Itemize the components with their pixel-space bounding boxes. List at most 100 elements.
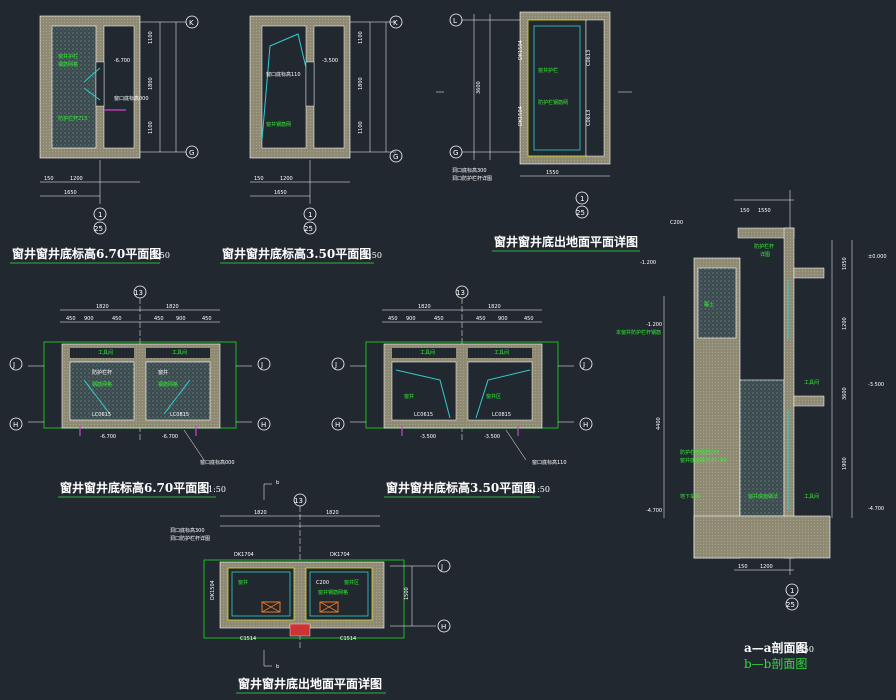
plan6-dk-2: DK1704 bbox=[330, 552, 350, 558]
plan4-louver-a: LC0615 bbox=[92, 412, 111, 418]
svg-text:DK1504: DK1504 bbox=[518, 106, 524, 126]
svg-text:1820: 1820 bbox=[418, 304, 431, 310]
svg-text:900: 900 bbox=[176, 316, 186, 322]
plan-6: b 13 1820 1820 洞口底标高300 洞口防护栏杆详图 DK1704 … bbox=[170, 480, 451, 694]
section-b-title: b—b剖面图 bbox=[744, 657, 807, 671]
svg-text:1500: 1500 bbox=[404, 587, 410, 600]
svg-text:洞口底标高300: 洞口底标高300 bbox=[452, 167, 487, 174]
svg-text:洞口防护栏杆详图: 洞口防护栏杆详图 bbox=[170, 535, 210, 542]
svg-text:1200: 1200 bbox=[760, 564, 773, 570]
svg-text:1820: 1820 bbox=[254, 510, 267, 516]
svg-text:450: 450 bbox=[388, 316, 398, 322]
svg-text:洞口底标高300: 洞口底标高300 bbox=[170, 527, 205, 534]
svg-text:C0613: C0613 bbox=[586, 110, 592, 126]
svg-text:-6.700: -6.700 bbox=[162, 434, 178, 440]
axis-25-1: 25 bbox=[94, 225, 103, 233]
axis-H-4r: H bbox=[261, 421, 266, 429]
sec-fill: 覆土 bbox=[704, 301, 714, 308]
sec-dim-150: 150 bbox=[740, 208, 750, 214]
svg-text:窗井区: 窗井区 bbox=[486, 393, 501, 400]
axis-13-6: 13 bbox=[294, 497, 303, 505]
plan-3-title: 窗井窗井底出地面平面详图 bbox=[494, 234, 638, 249]
svg-text:窗口底标高000: 窗口底标高000 bbox=[200, 459, 235, 466]
svg-text:防护栏杆215: 防护栏杆215 bbox=[58, 115, 88, 122]
sec-elev-350: -3.500 bbox=[868, 382, 884, 388]
plan5-louver-b: LC0815 bbox=[492, 412, 511, 418]
plan-1: 窗井护栏 钢筋网格 防护栏杆215 -6.700 窗口底标高000 1100 1… bbox=[10, 15, 199, 264]
svg-text:防护栏杆: 防护栏杆 bbox=[92, 369, 112, 376]
axis-25-sec: 25 bbox=[786, 601, 795, 609]
axis-H-4l: H bbox=[13, 421, 18, 429]
svg-text:1800: 1800 bbox=[358, 77, 364, 90]
sec-elev-470: -4.700 bbox=[646, 508, 662, 514]
axis-J-6: J bbox=[440, 563, 443, 571]
axis-1-sec: 1 bbox=[790, 587, 794, 595]
axis-13-5: 13 bbox=[456, 289, 465, 297]
svg-text:1100: 1100 bbox=[358, 31, 364, 44]
plan4-louver-b: LC0815 bbox=[170, 412, 189, 418]
axis-J-4l: J bbox=[12, 361, 15, 369]
axis-13-4: 13 bbox=[134, 289, 143, 297]
svg-text:窗口底标高110: 窗口底标高110 bbox=[266, 71, 301, 78]
svg-text:DK1504: DK1504 bbox=[518, 40, 524, 60]
cut-b-bottom: b bbox=[276, 664, 279, 670]
sec-tool-room-2: 工具间 bbox=[804, 493, 819, 500]
svg-text:窗井: 窗井 bbox=[158, 369, 168, 376]
plan-4-title: 窗井窗井底标高6.70平面图 bbox=[60, 480, 209, 495]
svg-text:1820: 1820 bbox=[488, 304, 501, 310]
plan6-c-2: C1514 bbox=[340, 636, 356, 642]
axis-H-5l: H bbox=[335, 421, 340, 429]
section-a-title: a—a剖面图 bbox=[744, 640, 808, 655]
sec-basement: 地下车库 bbox=[680, 493, 700, 500]
svg-text:900: 900 bbox=[84, 316, 94, 322]
plan5-elev-2: -3.500 bbox=[484, 434, 500, 440]
plan-1-title: 窗井窗井底标高6.70平面图 bbox=[12, 246, 161, 261]
svg-text:1100: 1100 bbox=[148, 121, 154, 134]
svg-text:1550: 1550 bbox=[546, 170, 559, 176]
section-a-a: 150 1550 C200 防护栏杆 详图 -1.200 覆土 -1.200 本… bbox=[616, 190, 887, 671]
svg-text:1800: 1800 bbox=[148, 77, 154, 90]
sec-elev-120: -1.200 bbox=[640, 260, 656, 266]
axis-H-5r: H bbox=[583, 421, 588, 429]
svg-text:窗口底标高110: 窗口底标高110 bbox=[532, 459, 567, 466]
plan-1-scale: 1:50 bbox=[152, 251, 170, 260]
svg-text:窗口底标高000: 窗口底标高000 bbox=[114, 95, 149, 102]
plan-6-title: 窗井窗井底出地面平面详图 bbox=[238, 676, 382, 691]
axis-G-2: G bbox=[393, 153, 398, 161]
svg-text:150: 150 bbox=[738, 564, 748, 570]
axis-1-3: 1 bbox=[580, 195, 584, 203]
svg-text:窗井护栏: 窗井护栏 bbox=[58, 53, 78, 60]
plan6-well-1: 窗井 bbox=[238, 579, 248, 586]
section-a-scale: 1:50 bbox=[796, 645, 814, 654]
plan5-louver-a: LC0615 bbox=[414, 412, 433, 418]
sec-elev-470-r: -4.700 bbox=[868, 506, 884, 512]
svg-text:详图: 详图 bbox=[760, 251, 770, 258]
svg-text:1820: 1820 bbox=[96, 304, 109, 310]
svg-text:防护栏杆: 防护栏杆 bbox=[754, 243, 774, 250]
svg-text:C0613: C0613 bbox=[586, 50, 592, 66]
svg-text:3600: 3600 bbox=[476, 81, 482, 94]
svg-text:1900: 1900 bbox=[842, 457, 848, 470]
plan-2: 窗口底标高110 窗井钢筋网 -3.500 1100 1800 1100 K G… bbox=[220, 15, 403, 264]
svg-text:本窗井防护栏杆钢筋: 本窗井防护栏杆钢筋 bbox=[616, 329, 661, 336]
axis-1-1: 1 bbox=[98, 211, 102, 219]
svg-text:900: 900 bbox=[498, 316, 508, 322]
dim-1650-2: 1650 bbox=[274, 190, 287, 196]
axis-J-4r: J bbox=[260, 361, 263, 369]
dim-1200: 1200 bbox=[70, 176, 83, 182]
axis-25-3: 25 bbox=[576, 209, 585, 217]
svg-text:-6.700: -6.700 bbox=[114, 58, 130, 64]
svg-text:450: 450 bbox=[202, 316, 212, 322]
axis-J-5r: J bbox=[582, 361, 585, 369]
svg-text:450: 450 bbox=[66, 316, 76, 322]
plan-5-title: 窗井窗井底标高3.50平面图 bbox=[386, 480, 535, 495]
sec-tool-room-1: 工具间 bbox=[804, 379, 819, 386]
svg-text:C200: C200 bbox=[670, 220, 683, 226]
plan5-tool-room-2: 工具间 bbox=[494, 349, 509, 356]
plan5-well-1: 窗井 bbox=[404, 393, 414, 400]
svg-text:450: 450 bbox=[434, 316, 444, 322]
plan-5: 13 1820 1820 450 900 450 450 900 450 工具间… bbox=[331, 285, 593, 498]
svg-text:窗井护栏: 窗井护栏 bbox=[538, 67, 558, 74]
axis-H-6: H bbox=[441, 623, 446, 631]
